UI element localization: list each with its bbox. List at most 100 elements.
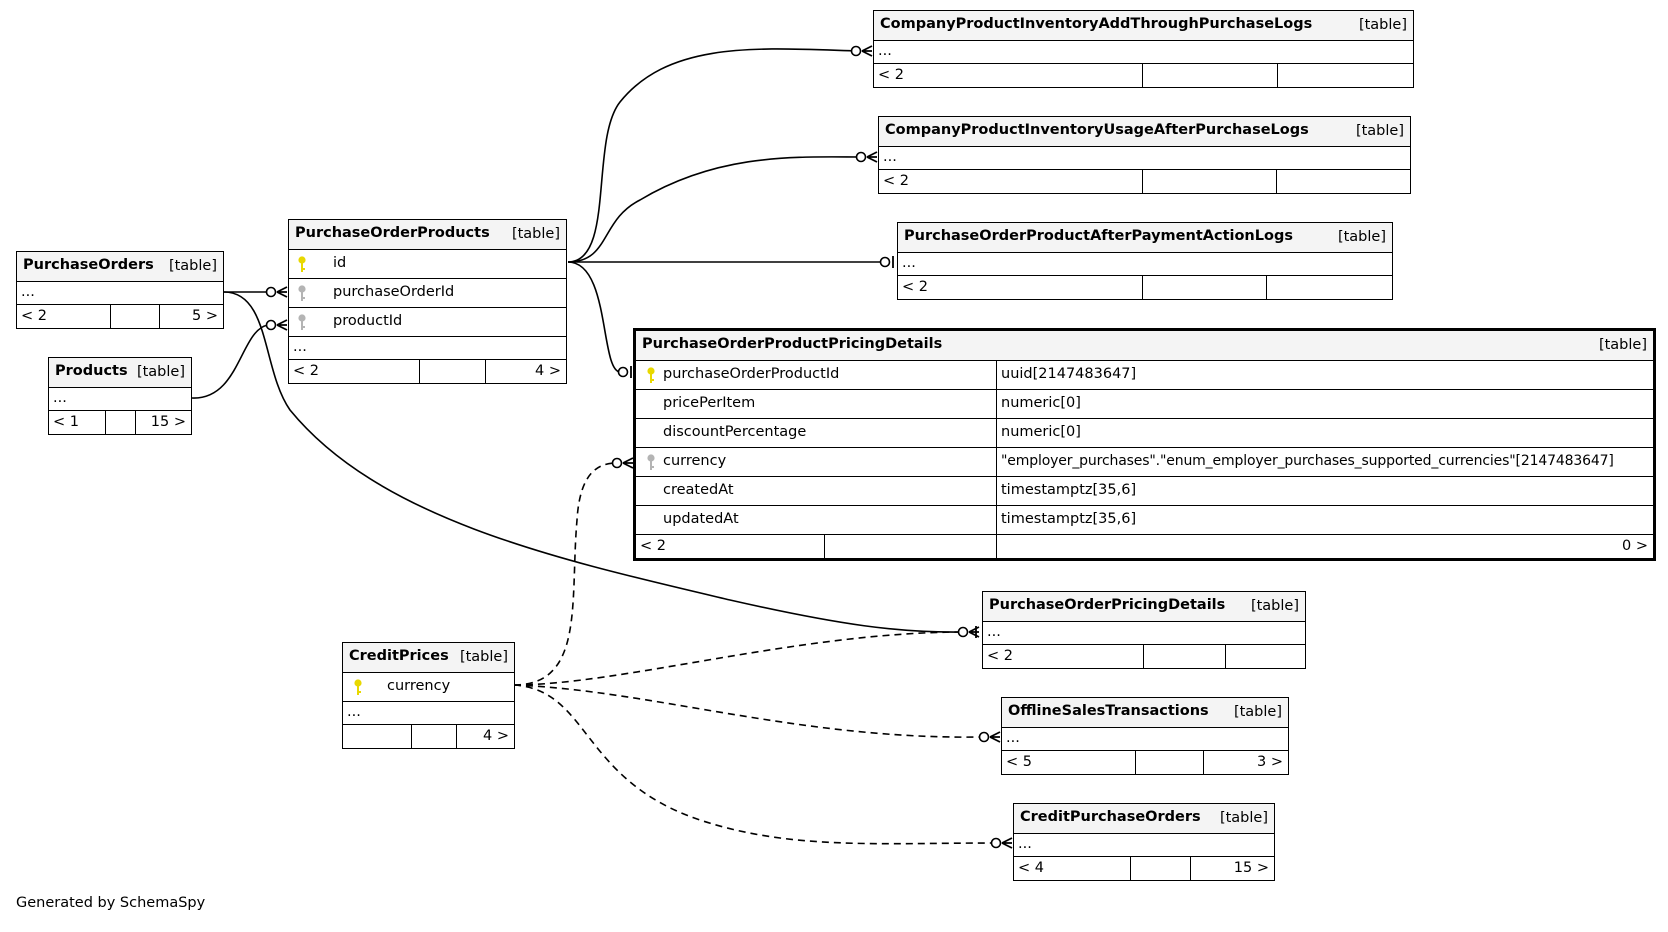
- columns-ellipsis: ...: [343, 701, 514, 724]
- foreign-key-icon: [647, 454, 655, 470]
- crow-foot-marker: [276, 319, 288, 331]
- columns-ellipsis: ...: [289, 336, 566, 359]
- table-header: OfflineSalesTransactions [table]: [1002, 698, 1288, 727]
- column-type: numeric[0]: [996, 419, 1081, 447]
- crow-foot-marker: [1001, 837, 1013, 849]
- rows-count: [1142, 170, 1276, 193]
- table-name: PurchaseOrders: [23, 257, 154, 273]
- table-purchase-orders[interactable]: PurchaseOrders [table] ... < 2 5 >: [16, 251, 224, 329]
- table-header: Products [table]: [49, 358, 191, 387]
- table-cpi-add[interactable]: CompanyProductInventoryAddThroughPurchas…: [873, 10, 1414, 88]
- crow-foot-marker: [989, 731, 1001, 743]
- rel-pop-cpi-add: [567, 48, 859, 263]
- marker-zero: [850, 45, 862, 57]
- table-header: CreditPrices [table]: [343, 643, 514, 672]
- column-row: purchaseOrderProductId uuid[2147483647]: [636, 360, 1653, 389]
- rows-count: [1142, 276, 1266, 299]
- table-footer: < 2 5 >: [17, 304, 223, 328]
- columns-ellipsis: ...: [49, 387, 191, 410]
- parents-count: < 2: [21, 308, 47, 324]
- table-type: [table]: [1337, 229, 1386, 245]
- table-name: PurchaseOrderProductAfterPaymentActionLo…: [904, 228, 1293, 244]
- rows-count: [824, 535, 996, 558]
- marker-zero: [265, 286, 277, 298]
- table-name: PurchaseOrderProductPricingDetails: [642, 336, 943, 352]
- column-name: productId: [333, 313, 403, 329]
- rel-credit-cpo: [513, 684, 996, 845]
- rows-count: [1135, 751, 1203, 774]
- table-type: [table]: [1598, 337, 1647, 353]
- marker-zero: [990, 837, 1002, 849]
- column-type: timestamptz[35,6]: [996, 506, 1136, 534]
- column-name: id: [333, 255, 347, 271]
- rel-po-opd: [223, 291, 964, 633]
- table-header: PurchaseOrderProducts [table]: [289, 220, 566, 249]
- columns-ellipsis: ...: [1002, 727, 1288, 750]
- children-count: 3 >: [1203, 751, 1288, 774]
- table-purchase-order-product-pricing-details[interactable]: PurchaseOrderProductPricingDetails [tabl…: [633, 328, 1656, 561]
- children-count: 4 >: [485, 360, 566, 383]
- table-type: [table]: [1219, 810, 1268, 826]
- column-name: purchaseOrderId: [333, 284, 455, 300]
- table-header: PurchaseOrderPricingDetails [table]: [983, 592, 1305, 621]
- columns-ellipsis: ...: [1014, 833, 1274, 856]
- parents-count: < 1: [53, 414, 79, 430]
- parents-count: < 2: [987, 648, 1013, 664]
- table-footer: < 2: [983, 644, 1305, 668]
- marker-zero: [978, 731, 990, 743]
- parents-count: < 2: [878, 67, 904, 83]
- rows-count: [1130, 857, 1190, 880]
- primary-key-icon: [647, 367, 655, 383]
- parents-count: < 5: [1006, 754, 1032, 770]
- marker-zero: [611, 457, 623, 469]
- rows-count: [1142, 64, 1277, 87]
- table-footer: < 1 15 >: [49, 410, 191, 434]
- rows-count: [419, 360, 485, 383]
- column-name: currency: [387, 678, 451, 694]
- table-cpi-usage[interactable]: CompanyProductInventoryUsageAfterPurchas…: [878, 116, 1411, 194]
- table-type: [table]: [168, 258, 217, 274]
- table-credit-purchase-orders[interactable]: CreditPurchaseOrders [table] ... < 4 15 …: [1013, 803, 1275, 881]
- table-products[interactable]: Products [table] ... < 1 15 >: [48, 357, 192, 435]
- marker-zero: [879, 256, 891, 268]
- table-header: PurchaseOrderProductPricingDetails [tabl…: [636, 331, 1653, 360]
- columns-ellipsis: ...: [17, 281, 223, 304]
- rows-count: [411, 725, 456, 748]
- table-name: OfflineSalesTransactions: [1008, 703, 1209, 719]
- table-name: CompanyProductInventoryUsageAfterPurchas…: [885, 122, 1309, 138]
- column-name: updatedAt: [663, 511, 739, 527]
- table-purchase-order-products[interactable]: PurchaseOrderProducts [table] id purchas…: [288, 219, 567, 384]
- rel-pop-cpi-usage: [567, 156, 864, 263]
- marker-zero: [855, 151, 867, 163]
- crow-foot-marker: [861, 45, 873, 57]
- table-offline-sales-transactions[interactable]: OfflineSalesTransactions [table] ... < 5…: [1001, 697, 1289, 775]
- column-row: discountPercentage numeric[0]: [636, 418, 1653, 447]
- column-row: pricePerItem numeric[0]: [636, 389, 1653, 418]
- crow-foot-marker: [622, 457, 634, 469]
- table-header: CreditPurchaseOrders [table]: [1014, 804, 1274, 833]
- children-count: 5 >: [159, 305, 223, 328]
- children-count: [1225, 645, 1305, 668]
- primary-key-icon: [298, 256, 306, 272]
- rel-credit-ost: [513, 684, 983, 738]
- rows-count: [1143, 645, 1225, 668]
- table-footer: < 2 4 >: [289, 359, 566, 383]
- marker-zero: [957, 626, 969, 638]
- table-credit-prices[interactable]: CreditPrices [table] currency ... 4 >: [342, 642, 515, 749]
- foreign-key-icon: [298, 314, 306, 330]
- table-type: [table]: [1250, 598, 1299, 614]
- column-row: updatedAt timestamptz[35,6]: [636, 505, 1653, 534]
- table-header: PurchaseOrderProductAfterPaymentActionLo…: [898, 223, 1392, 252]
- rel-pop-popd: [567, 261, 621, 373]
- columns-ellipsis: ...: [983, 621, 1305, 644]
- table-type: [table]: [1358, 17, 1407, 33]
- table-popapal[interactable]: PurchaseOrderProductAfterPaymentActionLo…: [897, 222, 1393, 300]
- children-count: [1277, 64, 1413, 87]
- children-count: [1276, 170, 1410, 193]
- table-header: CompanyProductInventoryAddThroughPurchas…: [874, 11, 1413, 40]
- table-purchase-order-pricing-details[interactable]: PurchaseOrderPricingDetails [table] ... …: [982, 591, 1306, 669]
- table-name: Products: [55, 363, 128, 379]
- rel-credit-opd: [513, 631, 964, 686]
- generated-by-credit: Generated by SchemaSpy: [16, 895, 206, 911]
- children-count: 15 >: [1190, 857, 1274, 880]
